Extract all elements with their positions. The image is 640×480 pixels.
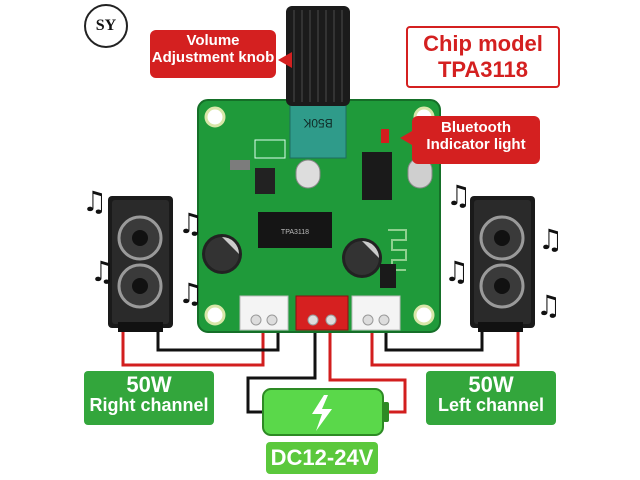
bluetooth-indicator-led [381,129,389,143]
music-note-icon: ♫ [444,255,470,288]
right-speaker-wire-black [156,325,280,352]
bluetooth-label: Bluetooth Indicator light [412,116,540,164]
chip-model-box: Chip model TPA3118 [406,26,560,88]
bluetooth-label-pointer [400,131,412,145]
volume-knob-assembly: B50K [286,6,350,159]
brand-logo: SY [84,4,128,48]
left-channel-power: 50W [468,372,514,397]
music-note-icon: ♫ [178,277,204,310]
music-note-icon: ♫ [82,185,108,218]
brand-logo-text: SY [95,17,117,34]
amplifier-board: TPA3118 [197,99,441,333]
left-speaker [470,196,535,332]
right-channel-power: 50W [126,372,172,397]
potentiometer-marking: B50K [303,116,332,130]
music-note-icon: ♫ [446,179,472,212]
left-speaker-wire-red [370,325,520,367]
amplifier-chip [258,212,332,248]
bluetooth-chip [362,152,392,200]
power-wire-red [328,325,407,414]
power-terminal [295,295,349,331]
music-note-icon: ♫ [536,289,562,322]
lightning-icon [312,395,332,431]
chip-model-value: TPA3118 [437,57,529,82]
left-output-terminal [351,295,401,331]
left-channel-label: 50W Left channel [426,371,556,425]
volume-label-pointer [278,52,292,68]
volume-label: Volume Adjustment knob [150,30,276,78]
capacitor-right [342,238,382,278]
right-channel-label: 50W Right channel [84,371,214,425]
right-speaker [108,196,173,332]
right-speaker-wire-red [121,325,265,367]
chip-marking: TPA3118 [281,229,309,236]
bluetooth-label-line1: Bluetooth [441,119,511,136]
bluetooth-label-line2: Indicator light [426,135,526,153]
volume-label-line1: Volume [186,32,240,49]
power-wire-black [246,325,317,414]
capacitor-left [202,234,242,274]
right-output-terminal [239,295,289,331]
music-note-icon: ♫ [90,255,116,288]
wires [121,325,520,414]
music-note-icon: ♫ [538,223,564,256]
volume-label-line2: Adjustment knob [151,48,275,66]
left-speaker-wire-black [384,325,484,352]
supply-voltage-label: DC12-24V [266,442,378,474]
left-channel-text: Left channel [437,395,544,416]
music-note-icon: ♫ [178,207,204,240]
chip-model-title: Chip model [423,31,543,56]
right-channel-text: Right channel [89,395,209,416]
battery-icon [262,388,389,436]
